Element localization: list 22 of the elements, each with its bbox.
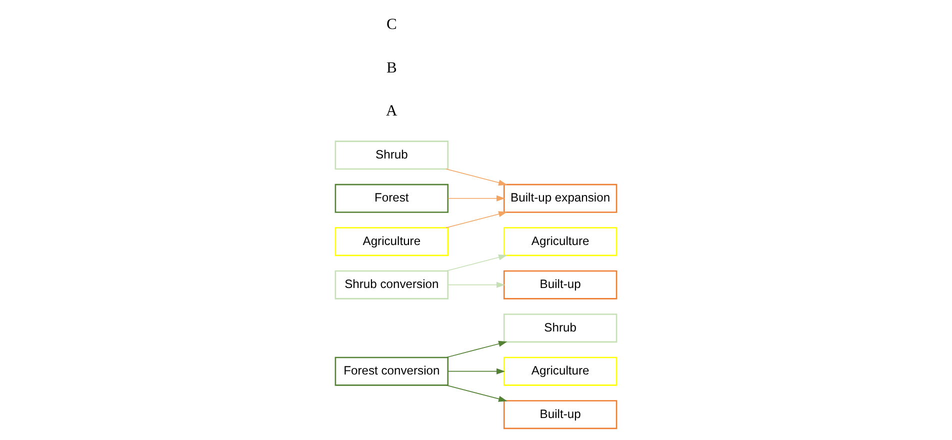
- arrow: [446, 340, 508, 358]
- node-box: Shrub: [334, 140, 449, 170]
- node-box: Agriculture: [334, 227, 449, 256]
- label: A: [386, 102, 398, 120]
- node-box: Shrub conversion: [334, 270, 449, 300]
- node-box: Forest conversion: [334, 356, 449, 386]
- arrow: [446, 168, 508, 186]
- node-box: Shrub: [503, 314, 618, 343]
- arrow: [448, 282, 506, 288]
- arrow: [446, 211, 508, 228]
- label: C: [386, 16, 397, 34]
- arrow: [446, 254, 508, 272]
- node-box: Built-up: [503, 400, 618, 430]
- node-box: Agriculture: [503, 227, 618, 256]
- node-box: Built-up expansion: [503, 184, 618, 213]
- label: B: [386, 59, 397, 76]
- node-box: Forest: [334, 184, 449, 213]
- node-box: Agriculture: [503, 356, 618, 386]
- arrow: [448, 195, 506, 202]
- arrow: [448, 368, 506, 374]
- node-box: Built-up: [503, 270, 618, 300]
- arrow: [446, 384, 508, 402]
